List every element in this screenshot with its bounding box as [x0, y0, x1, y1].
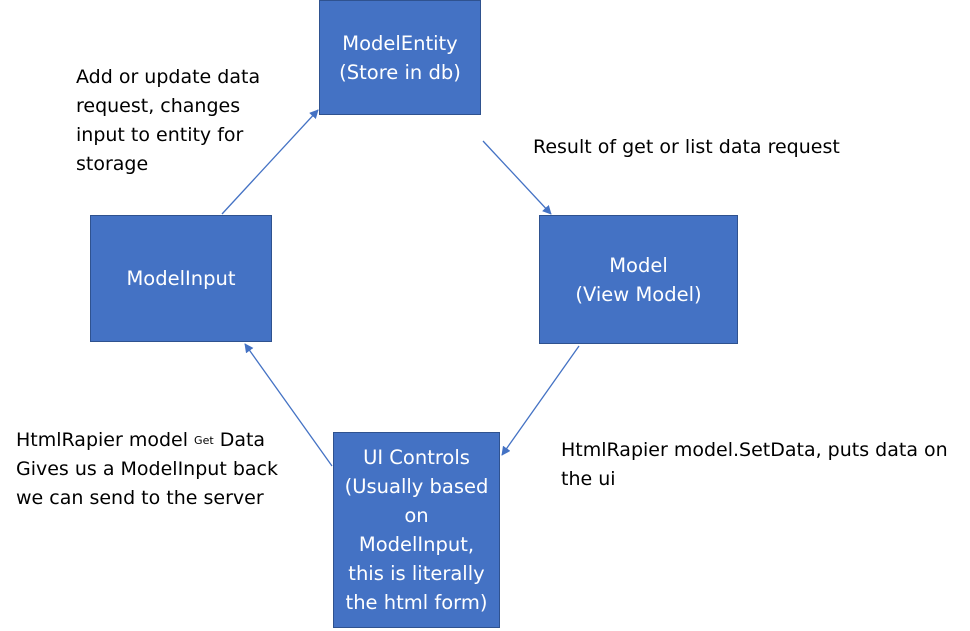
note-add-update-line-3: input to entity for	[76, 124, 244, 146]
arrow-controls-to-input	[244, 343, 333, 467]
note-set-data-line-2: the ui	[561, 468, 616, 490]
note-set-data: HtmlRapier model.SetData, puts data on t…	[561, 436, 948, 494]
note-add-update-line-2: request, changes	[76, 95, 241, 117]
arrow-entity-to-model	[482, 140, 552, 215]
note-get-data-line-3: we can send to the server	[16, 487, 264, 509]
note-result: Result of get or list data request	[533, 133, 840, 162]
note-get-data-line-1: HtmlRapier model Get Data	[16, 426, 278, 455]
ui-controls-line-5: this is literally	[348, 562, 485, 585]
ui-controls-box: UI Controls (Usually based on ModelInput…	[333, 432, 500, 628]
note-set-data-line-1: HtmlRapier model.SetData, puts data on	[561, 439, 948, 461]
model-input-box: ModelInput	[90, 215, 272, 342]
view-model-line-1: Model	[609, 253, 668, 277]
ui-controls-line-1: UI Controls	[363, 446, 470, 469]
arrow-input-to-entity	[221, 109, 319, 215]
ui-controls-line-3: on	[404, 504, 429, 527]
model-input-line-1: ModelInput	[126, 267, 236, 290]
model-entity-box: ModelEntity (Store in db)	[319, 0, 481, 115]
ui-controls-line-4: ModelInput,	[358, 533, 475, 556]
view-model-box: Model (View Model)	[539, 215, 738, 344]
note-get-data-end: Data	[213, 429, 266, 451]
note-get-data-small: Get	[194, 434, 214, 447]
note-add-update-line-4: storage	[76, 153, 149, 175]
note-get-data: HtmlRapier model Get Data Gives us a Mod…	[16, 426, 278, 513]
view-model-line-2: (View Model)	[575, 282, 702, 306]
note-add-update-line-1: Add or update data	[76, 66, 261, 88]
note-get-data-start: HtmlRapier model	[16, 429, 195, 451]
model-entity-line-2: (Store in db)	[339, 60, 461, 84]
arrow-model-to-controls	[501, 345, 580, 456]
note-add-update: Add or update data request, changes inpu…	[76, 63, 260, 179]
ui-controls-line-2: (Usually based	[344, 475, 489, 498]
model-entity-line-1: ModelEntity	[342, 31, 458, 55]
note-result-line-1: Result of get or list data request	[533, 136, 840, 158]
ui-controls-line-6: the html form)	[345, 591, 488, 614]
note-get-data-line-2: Gives us a ModelInput back	[16, 458, 278, 480]
